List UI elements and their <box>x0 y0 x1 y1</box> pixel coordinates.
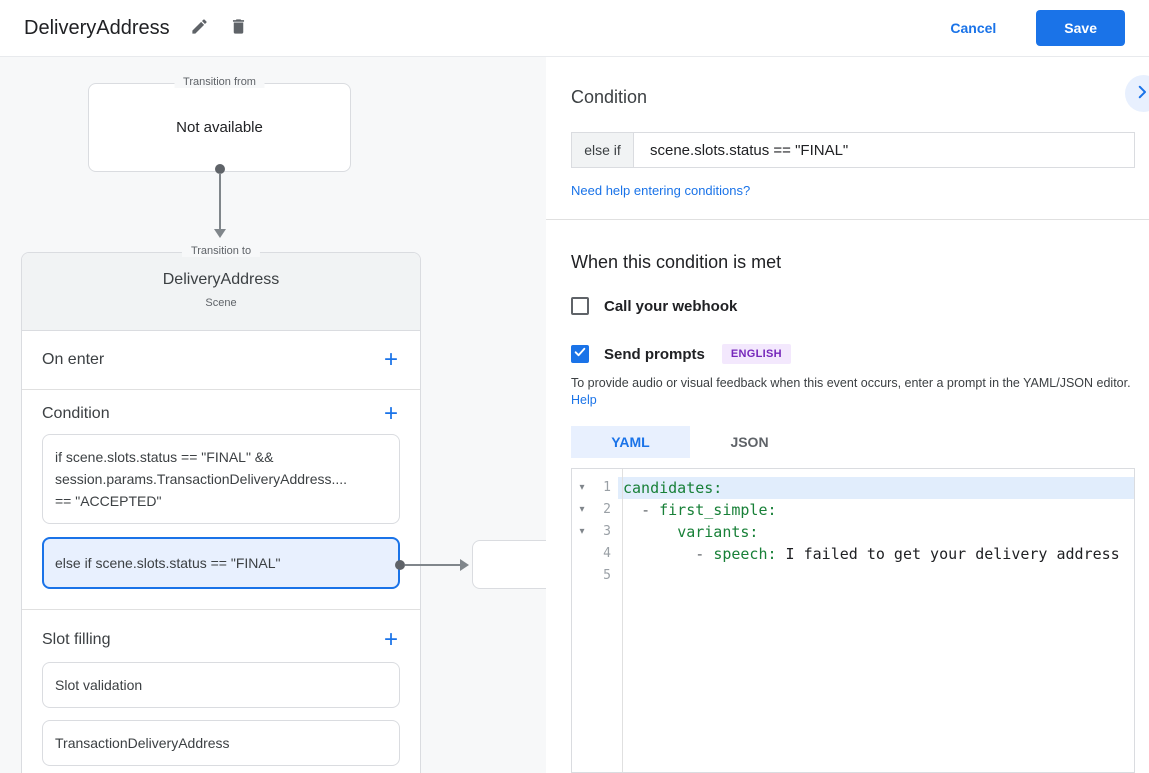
fold-arrow-icon[interactable]: ▾ <box>579 482 585 493</box>
editor-tabs: YAML JSON <box>571 426 1149 458</box>
collapse-panel-button[interactable] <box>1125 75 1149 112</box>
webhook-checkbox[interactable] <box>571 297 589 315</box>
panel-title: Condition <box>571 87 648 107</box>
add-condition-button[interactable]: + <box>383 400 398 427</box>
code-text: candidates: <box>618 477 1134 499</box>
slot-validation-item[interactable]: Slot validation <box>42 662 400 708</box>
section-divider <box>546 219 1149 220</box>
page-title: DeliveryAddress <box>24 16 170 39</box>
code-text: variants: <box>677 523 759 541</box>
description-help-link[interactable]: Help <box>571 393 597 407</box>
fold-arrow-icon[interactable]: ▾ <box>579 504 585 515</box>
chevron-right-icon <box>1133 83 1149 104</box>
code-text <box>618 565 1134 587</box>
code-text: - first_simple: <box>641 501 777 519</box>
gutter-divider <box>622 469 623 772</box>
condition-input[interactable]: scene.slots.status == "FINAL" <box>650 141 849 159</box>
fold-spacer <box>572 543 592 565</box>
condition-edit-panel: Condition else if scene.slots.status == … <box>546 57 1149 773</box>
line-number: 2 <box>603 502 611 517</box>
line-number: 3 <box>603 524 611 539</box>
trash-icon <box>229 17 248 39</box>
add-on-enter-button[interactable]: + <box>383 346 398 373</box>
when-met-title: When this condition is met <box>571 252 782 272</box>
code-text: - speech: I failed to get your delivery … <box>695 545 1120 563</box>
connector-line-horizontal <box>405 564 460 566</box>
code-line[interactable]: ▾ 3 variants: <box>572 521 1134 543</box>
delete-scene-button[interactable] <box>223 11 254 45</box>
code-lines: ▾ 1 candidates: ▾ 2 - first_simple: ▾ 3 varian… <box>572 477 1134 587</box>
cancel-button[interactable]: Cancel <box>950 20 997 36</box>
connector-dot <box>215 164 225 174</box>
condition-heading: Condition <box>42 405 110 422</box>
transition-target-node[interactable] <box>472 540 546 589</box>
condition-input-row: else if scene.slots.status == "FINAL" <box>571 132 1135 168</box>
on-enter-section: On enter + <box>22 331 420 390</box>
transition-to-label: Transition to <box>181 245 261 257</box>
check-icon <box>573 345 587 364</box>
slot-filling-heading: Slot filling <box>42 631 111 648</box>
prompts-description: To provide audio or visual feedback when… <box>571 375 1131 409</box>
send-prompts-label: Send prompts <box>604 345 705 363</box>
line-number: 1 <box>603 480 611 495</box>
condition-help-link[interactable]: Need help entering conditions? <box>571 183 751 198</box>
transition-from-label: Transition from <box>174 76 265 88</box>
top-bar: DeliveryAddress Cancel Save <box>0 0 1149 57</box>
condition-text-line: session.params.TransactionDeliveryAddres… <box>55 471 348 487</box>
condition-text-line: == "ACCEPTED" <box>55 493 162 509</box>
tab-yaml[interactable]: YAML <box>571 426 690 458</box>
scene-name: DeliveryAddress <box>162 271 280 288</box>
slot-item[interactable]: TransactionDeliveryAddress <box>42 720 400 766</box>
connector-dot <box>395 560 405 570</box>
line-number: 4 <box>603 546 611 561</box>
line-number: 5 <box>603 568 611 583</box>
code-line[interactable]: 4 - speech: I failed to get your deliver… <box>572 543 1134 565</box>
transition-from-value: Not available <box>176 119 263 136</box>
yaml-code-editor[interactable]: ▾ 1 candidates: ▾ 2 - first_simple: ▾ 3 varian… <box>571 468 1135 773</box>
fold-arrow-icon[interactable]: ▾ <box>579 526 585 537</box>
condition-item-selected[interactable]: else if scene.slots.status == "FINAL" <box>42 537 400 589</box>
slot-filling-section: Slot filling + Slot validation Transacti… <box>22 610 420 773</box>
fold-spacer <box>572 565 592 587</box>
scene-diagram-canvas: Transition from Not available Transition… <box>0 57 546 773</box>
edit-title-button[interactable] <box>184 11 215 45</box>
save-button[interactable]: Save <box>1036 10 1125 46</box>
on-enter-heading: On enter <box>42 351 105 368</box>
condition-prefix: else if <box>572 133 634 167</box>
transition-from-node: Transition from Not available <box>88 76 351 172</box>
scene-type: Scene <box>205 297 237 309</box>
connector-line-vertical <box>219 173 221 229</box>
language-badge: ENGLISH <box>721 344 791 364</box>
code-line[interactable]: 5 <box>572 565 1134 587</box>
code-line[interactable]: ▾ 1 candidates: <box>572 477 1134 499</box>
webhook-label: Call your webhook <box>604 297 738 315</box>
transition-to-card: Transition to DeliveryAddress Scene On e… <box>21 245 421 773</box>
scene-card-header: DeliveryAddress Scene <box>22 253 420 331</box>
tab-json[interactable]: JSON <box>690 426 809 458</box>
add-slot-button[interactable]: + <box>383 626 398 653</box>
pencil-icon <box>190 17 209 39</box>
condition-text-line: if scene.slots.status == "FINAL" && <box>55 449 274 465</box>
condition-section: Condition + if scene.slots.status == "FI… <box>22 390 420 610</box>
condition-text-line: else if scene.slots.status == "FINAL" <box>55 555 281 571</box>
arrow-right-icon <box>460 559 469 571</box>
description-text: To provide audio or visual feedback when… <box>571 376 1131 390</box>
send-prompts-checkbox[interactable] <box>571 345 589 363</box>
arrow-down-icon <box>214 229 226 238</box>
condition-item[interactable]: if scene.slots.status == "FINAL" && sess… <box>42 434 400 524</box>
code-line[interactable]: ▾ 2 - first_simple: <box>572 499 1134 521</box>
